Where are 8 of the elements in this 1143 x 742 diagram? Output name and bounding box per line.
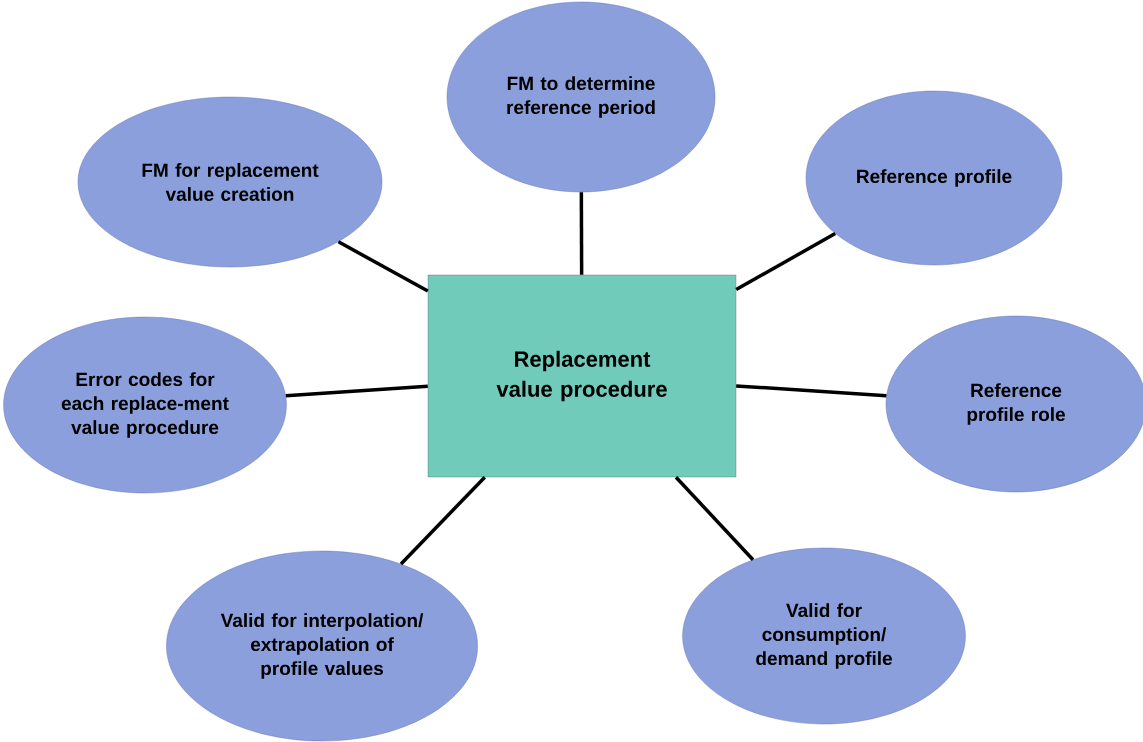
connector-line	[736, 384, 887, 398]
process-box: Replacement value procedure	[427, 274, 737, 478]
connector-line	[337, 240, 429, 293]
connector-line	[579, 192, 584, 275]
connector-line	[399, 476, 486, 566]
connector-line	[735, 232, 837, 292]
connector-line	[674, 476, 755, 561]
connector-line	[285, 384, 428, 398]
